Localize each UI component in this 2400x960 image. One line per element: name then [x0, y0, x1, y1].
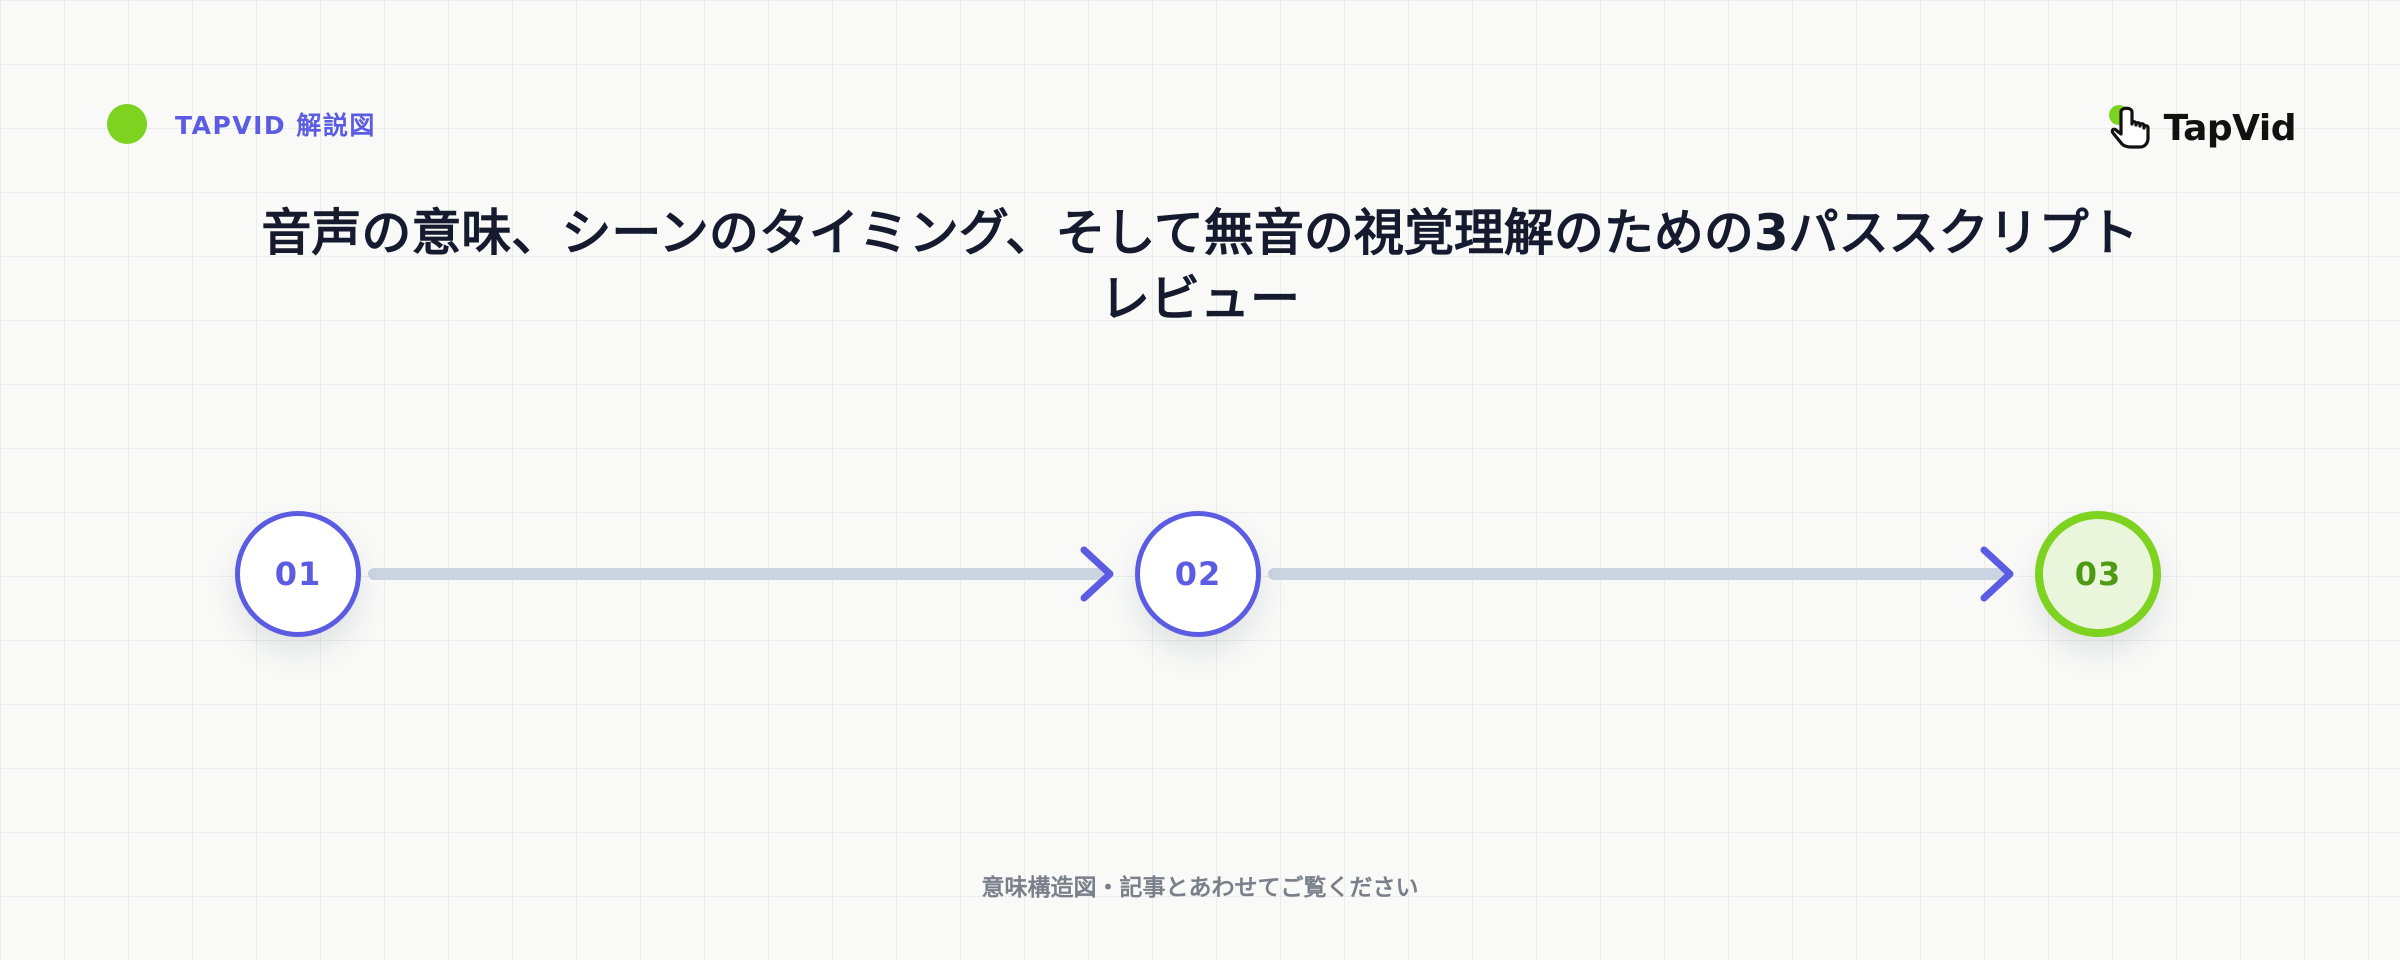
footer-caption: 意味構造図・記事とあわせてご覧ください	[981, 875, 1419, 901]
process-flow: 01 02 03	[0, 440, 2400, 720]
step-node-01: 01	[235, 511, 361, 637]
logo-text: TapVid	[2163, 107, 2297, 149]
connector-arrow-icon	[1980, 546, 2014, 602]
brand-tag: TAPVID 解説図	[107, 104, 376, 144]
brand-dot-icon	[107, 104, 147, 144]
tapvid-logo[interactable]: TapVid	[2104, 100, 2297, 156]
flow-connectors	[368, 546, 2014, 602]
diagram-title: 音声の意味、シーンのタイミング、そして無音の視覚理解のための3パススクリプトレビ…	[261, 204, 2139, 328]
tap-hand-icon	[2108, 105, 2150, 149]
connector-arrow-icon	[1080, 546, 1114, 602]
brand-label: TAPVID 解説図	[175, 111, 376, 140]
step-node-03: 03	[2035, 511, 2161, 637]
step-node-02: 02	[1135, 511, 1261, 637]
